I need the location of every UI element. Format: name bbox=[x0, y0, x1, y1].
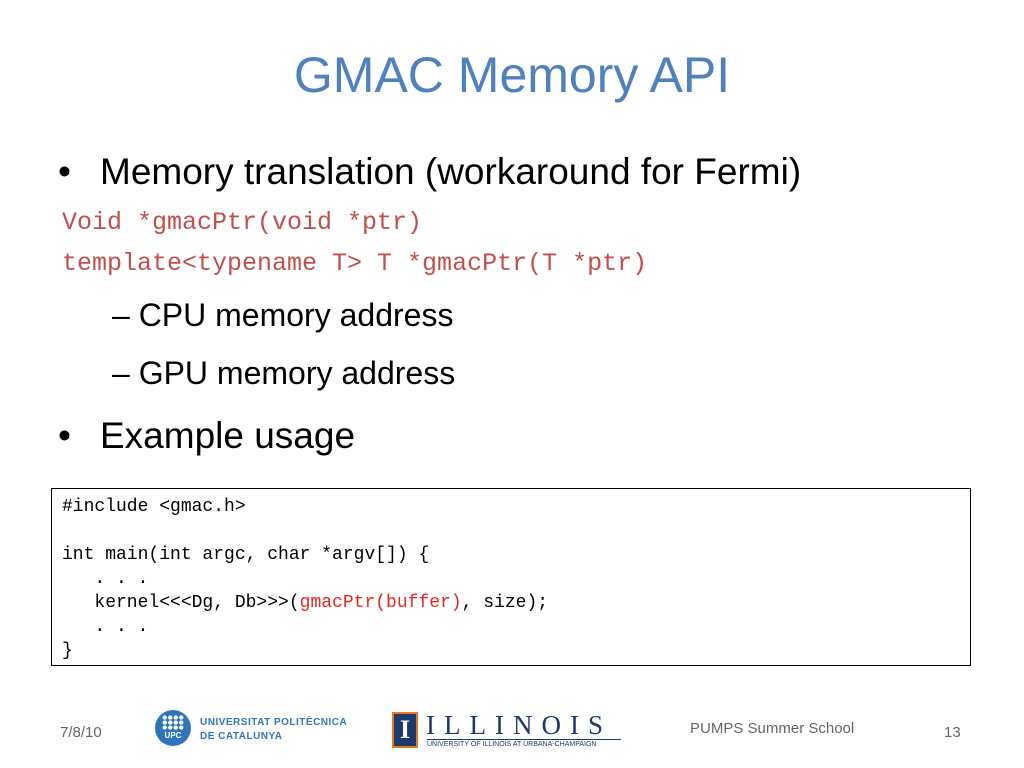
footer-page-number: 13 bbox=[944, 724, 961, 741]
code-line-kernel-call: kernel<<<Dg, Db>>>(gmacPtr(buffer), size… bbox=[62, 591, 960, 615]
illinois-subtitle: UNIVERSITY OF ILLINOIS AT URBANA-CHAMPAI… bbox=[427, 741, 597, 748]
bullet-marker: • bbox=[58, 151, 71, 192]
upc-name-line1: UNIVERSITAT POLITÈCNICA bbox=[200, 717, 348, 728]
sub-bullet-cpu-address: – CPU memory address bbox=[112, 297, 454, 333]
code-line: . . . bbox=[62, 617, 149, 637]
code-line: int main(int argc, char *argv[]) { bbox=[62, 545, 430, 565]
code-highlight-gmacptr: gmacPtr(buffer) bbox=[299, 593, 462, 613]
code-line: . . . bbox=[62, 569, 149, 589]
illinois-mark: I bbox=[399, 715, 411, 744]
upc-logo-icon: UPC bbox=[155, 710, 191, 746]
illinois-block-i-icon: I bbox=[392, 712, 418, 748]
signature-template-gmacptr: template<typename T> T *gmacPtr(T *ptr) bbox=[62, 249, 648, 278]
bullet-text: Memory translation (workaround for Fermi… bbox=[100, 151, 802, 192]
footer-title: PUMPS Summer School bbox=[690, 720, 855, 737]
upc-logo-abbr: UPC bbox=[164, 731, 182, 740]
code-segment: kernel<<<Dg, Db>>>( bbox=[62, 593, 300, 613]
signature-void-gmacptr: Void *gmacPtr(void *ptr) bbox=[62, 208, 423, 237]
bullet-memory-translation: • Memory translation (workaround for Ferm… bbox=[58, 150, 801, 194]
sub-bullet-gpu-address: – GPU memory address bbox=[112, 355, 456, 391]
illinois-wordmark: ILLINOIS bbox=[426, 710, 612, 740]
upc-name-line2: DE CATALUNYA bbox=[200, 731, 283, 742]
footer-date: 7/8/10 bbox=[60, 724, 102, 741]
code-line: } bbox=[62, 641, 73, 661]
upc-logo-text: UNIVERSITAT POLITÈCNICA DE CATALUNYA bbox=[200, 716, 347, 744]
illinois-rule bbox=[427, 739, 621, 740]
bullet-text: Example usage bbox=[100, 415, 356, 456]
code-segment: , size); bbox=[461, 593, 549, 613]
bullet-example-usage: • Example usage bbox=[58, 414, 355, 458]
bullet-marker: • bbox=[58, 415, 71, 456]
slide-title: GMAC Memory API bbox=[293, 47, 731, 103]
upc-dots-icon bbox=[162, 715, 184, 730]
code-line bbox=[62, 519, 960, 543]
code-example-box: #include <gmac.h> int main(int argc, cha… bbox=[51, 488, 971, 666]
code-line: #include <gmac.h> bbox=[62, 497, 246, 517]
